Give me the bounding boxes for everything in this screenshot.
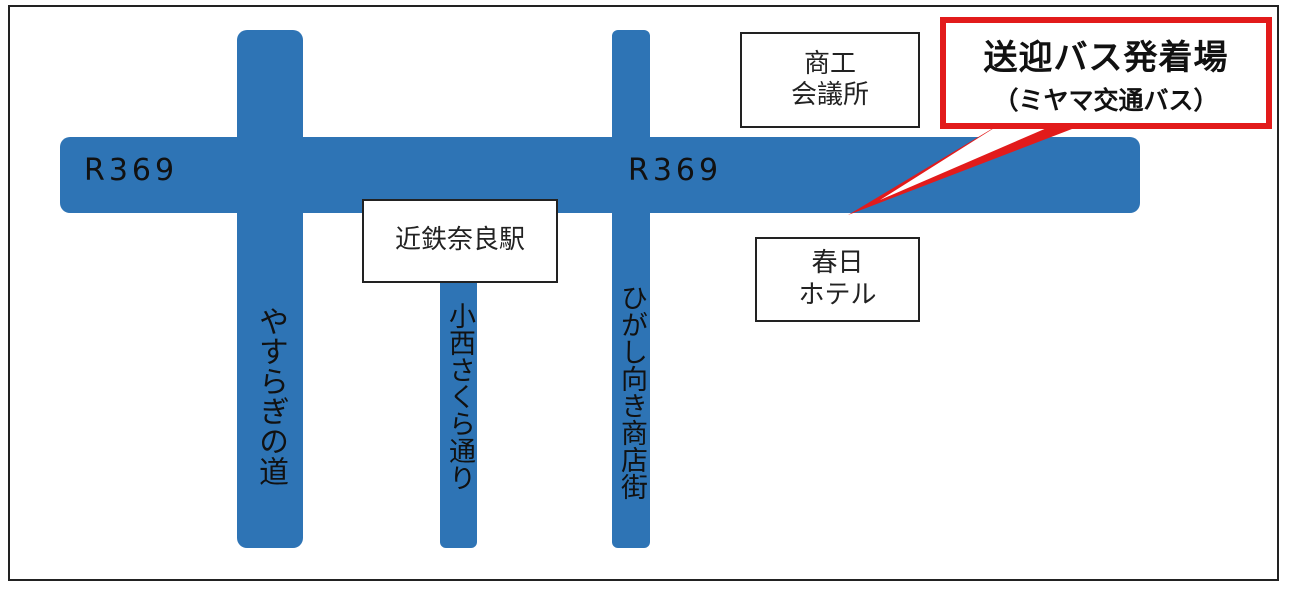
landmark-label-line-1: 春日 bbox=[811, 248, 864, 279]
road-label-r369-left: R369 bbox=[84, 153, 179, 188]
road-label-r369-right: R369 bbox=[628, 153, 723, 188]
landmark-label-line-2: ホテル bbox=[798, 279, 877, 310]
landmark-label-line-1: 商工 bbox=[803, 48, 856, 79]
landmark-kintetsu-nara-station: 近鉄奈良駅 bbox=[362, 199, 558, 283]
callout-title: 送迎バス発着場 bbox=[983, 37, 1229, 78]
road-konishi-sakura-dori bbox=[440, 270, 477, 548]
landmark-label: 近鉄奈良駅 bbox=[394, 225, 525, 256]
road-label-konishi-sakura-dori: 小西さくら通り bbox=[444, 302, 475, 491]
road-label-yasuragi-no-michi: やすらぎの道 bbox=[253, 306, 288, 486]
callout-subtitle: （ミヤマ交通バス） bbox=[993, 85, 1219, 115]
landmark-shoko-kaigisho: 商工 会議所 bbox=[740, 32, 920, 128]
road-label-higashimuki-shotengai: ひがし向き商店街 bbox=[616, 284, 647, 500]
landmark-label-line-2: 会議所 bbox=[790, 80, 869, 110]
bus-stop-callout: 送迎バス発着場 （ミヤマ交通バス） bbox=[940, 17, 1272, 129]
road-higashimuki-shotengai bbox=[612, 30, 650, 548]
landmark-kasuga-hotel: 春日 ホテル bbox=[755, 237, 920, 322]
road-yasuragi-no-michi bbox=[237, 30, 303, 548]
